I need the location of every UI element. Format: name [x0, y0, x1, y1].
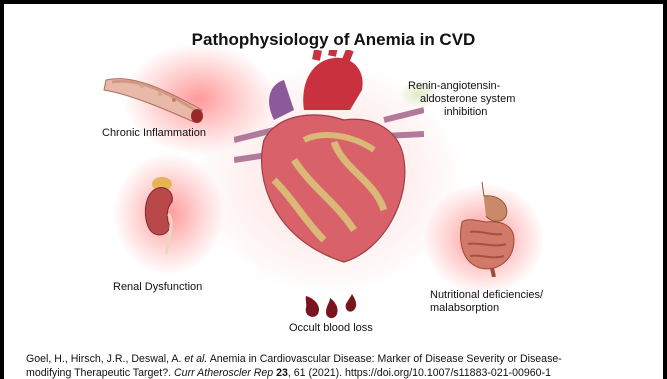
label-raas-line3: inhibition [444, 106, 487, 119]
blood-drops-illustration [300, 292, 360, 322]
label-chronic-inflammation: Chronic Inflammation [102, 127, 206, 140]
citation-doi[interactable]: , 61 (2021). https://doi.org/10.1007/s11… [288, 367, 551, 379]
label-raas-line2: aldosterone system [420, 93, 515, 106]
blood-vessel-illustration [102, 66, 212, 126]
citation-volume: 23 [276, 367, 288, 379]
label-raas-line1: Renin-angiotensin- [408, 80, 500, 93]
citation: Goel, H., Hirsch, J.R., Deswal, A. et al… [26, 352, 663, 379]
citation-title-line1: Anemia in Cardiovascular Disease: Marker… [210, 353, 562, 365]
citation-line2: modifying Therapeutic Target?. Curr Athe… [26, 366, 663, 379]
citation-title-line2: modifying Therapeutic Target?. [26, 367, 171, 379]
label-renal-dysfunction: Renal Dysfunction [113, 281, 202, 294]
label-occult-blood-loss: Occult blood loss [289, 322, 373, 335]
digestive-tract-illustration [452, 182, 522, 277]
kidney-illustration [140, 174, 190, 264]
heart-illustration [234, 50, 424, 270]
citation-line1: Goel, H., Hirsch, J.R., Deswal, A. et al… [26, 352, 663, 366]
label-nutritional-line2: malabsorption [430, 302, 499, 315]
citation-journal: Curr Atheroscler Rep [174, 367, 273, 379]
citation-authors: Goel, H., Hirsch, J.R., Deswal, A. [26, 353, 181, 365]
slide: Pathophysiology of Anemia in CVD [4, 4, 663, 379]
diagram-title: Pathophysiology of Anemia in CVD [4, 30, 663, 50]
label-nutritional-line1: Nutritional deficiencies/ [430, 289, 543, 302]
citation-etal: et al. [184, 353, 207, 365]
